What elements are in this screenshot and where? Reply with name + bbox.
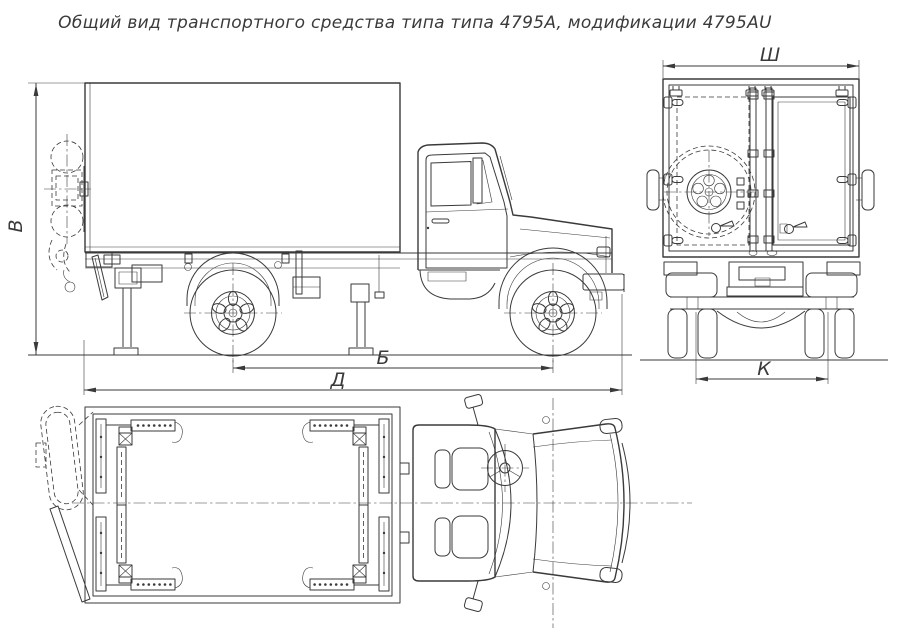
front-wheel — [503, 262, 603, 364]
rear-wheels — [667, 308, 855, 359]
dimension-label-track: К — [757, 358, 772, 380]
corner-bracket-br — [302, 504, 390, 592]
dimension-length: Д — [83, 294, 623, 395]
hood-top-view — [532, 416, 631, 590]
dimension-label-length: Д — [330, 369, 346, 391]
center-posts — [747, 87, 775, 252]
door-window — [430, 161, 472, 207]
rear-axle — [716, 310, 806, 329]
door-latches — [711, 177, 808, 234]
side-guards — [646, 169, 875, 211]
windshield — [499, 155, 513, 201]
cab-step-skirt — [419, 269, 496, 300]
body-cab-tabs — [399, 462, 410, 544]
support-jack-mid — [348, 283, 374, 356]
headlight-pod-top — [599, 417, 623, 435]
rear-wheel — [183, 262, 283, 364]
spare-wheel-top — [35, 405, 94, 511]
spare-wheel-side — [44, 134, 91, 273]
corner-bracket-tl — [95, 418, 183, 506]
van-box-rear — [662, 78, 860, 258]
rear-view: Ш К — [640, 44, 888, 384]
spare-wheel-rear — [662, 145, 756, 239]
front-wing — [509, 251, 611, 258]
headlight — [596, 246, 611, 258]
headlight-pod-bottom — [599, 566, 623, 584]
top-view-body — [35, 405, 692, 604]
windshield-arc — [494, 428, 512, 578]
cowl-arc — [532, 433, 538, 573]
dimension-width: Ш — [662, 44, 860, 78]
dimension-track: К — [695, 312, 829, 384]
rear-underbody — [663, 250, 861, 310]
right-door — [772, 96, 851, 246]
dimension-label-height: В — [5, 219, 27, 232]
driver-seat — [434, 447, 489, 491]
front-bumper-arc — [621, 442, 631, 564]
mud-flap-top — [49, 505, 91, 603]
muffler — [292, 276, 321, 299]
dimension-height: В — [5, 82, 90, 355]
passenger-seat — [434, 515, 489, 559]
steering-wheel — [481, 444, 529, 492]
drawing-title: Общий вид транспортного средства типа ти… — [58, 13, 772, 33]
rear-mud-flap — [63, 254, 109, 301]
dimension-wheelbase: Б — [232, 347, 554, 373]
front-fender — [498, 247, 608, 309]
door-hinges — [663, 85, 857, 247]
side-view: В Б Д — [5, 82, 632, 395]
corner-bracket-bl — [95, 504, 183, 592]
corner-bracket-tr — [302, 418, 390, 506]
license-plate — [738, 266, 786, 281]
cab — [417, 142, 625, 309]
mirror-top — [464, 394, 484, 426]
left-door — [676, 96, 750, 246]
dimension-label-wheelbase: Б — [376, 347, 389, 369]
hood — [530, 216, 613, 273]
door-handle — [431, 218, 450, 224]
support-jack-rear — [113, 288, 139, 356]
mirror-bottom — [463, 580, 483, 612]
cab-door — [425, 152, 508, 269]
chassis-frame — [85, 250, 612, 299]
license-plate-frame — [728, 261, 804, 288]
top-view-cab — [412, 394, 631, 628]
van-box-side — [84, 82, 401, 253]
side-mirror — [472, 157, 483, 204]
body-floor-walls — [84, 406, 401, 604]
dimension-label-width: Ш — [760, 44, 780, 66]
